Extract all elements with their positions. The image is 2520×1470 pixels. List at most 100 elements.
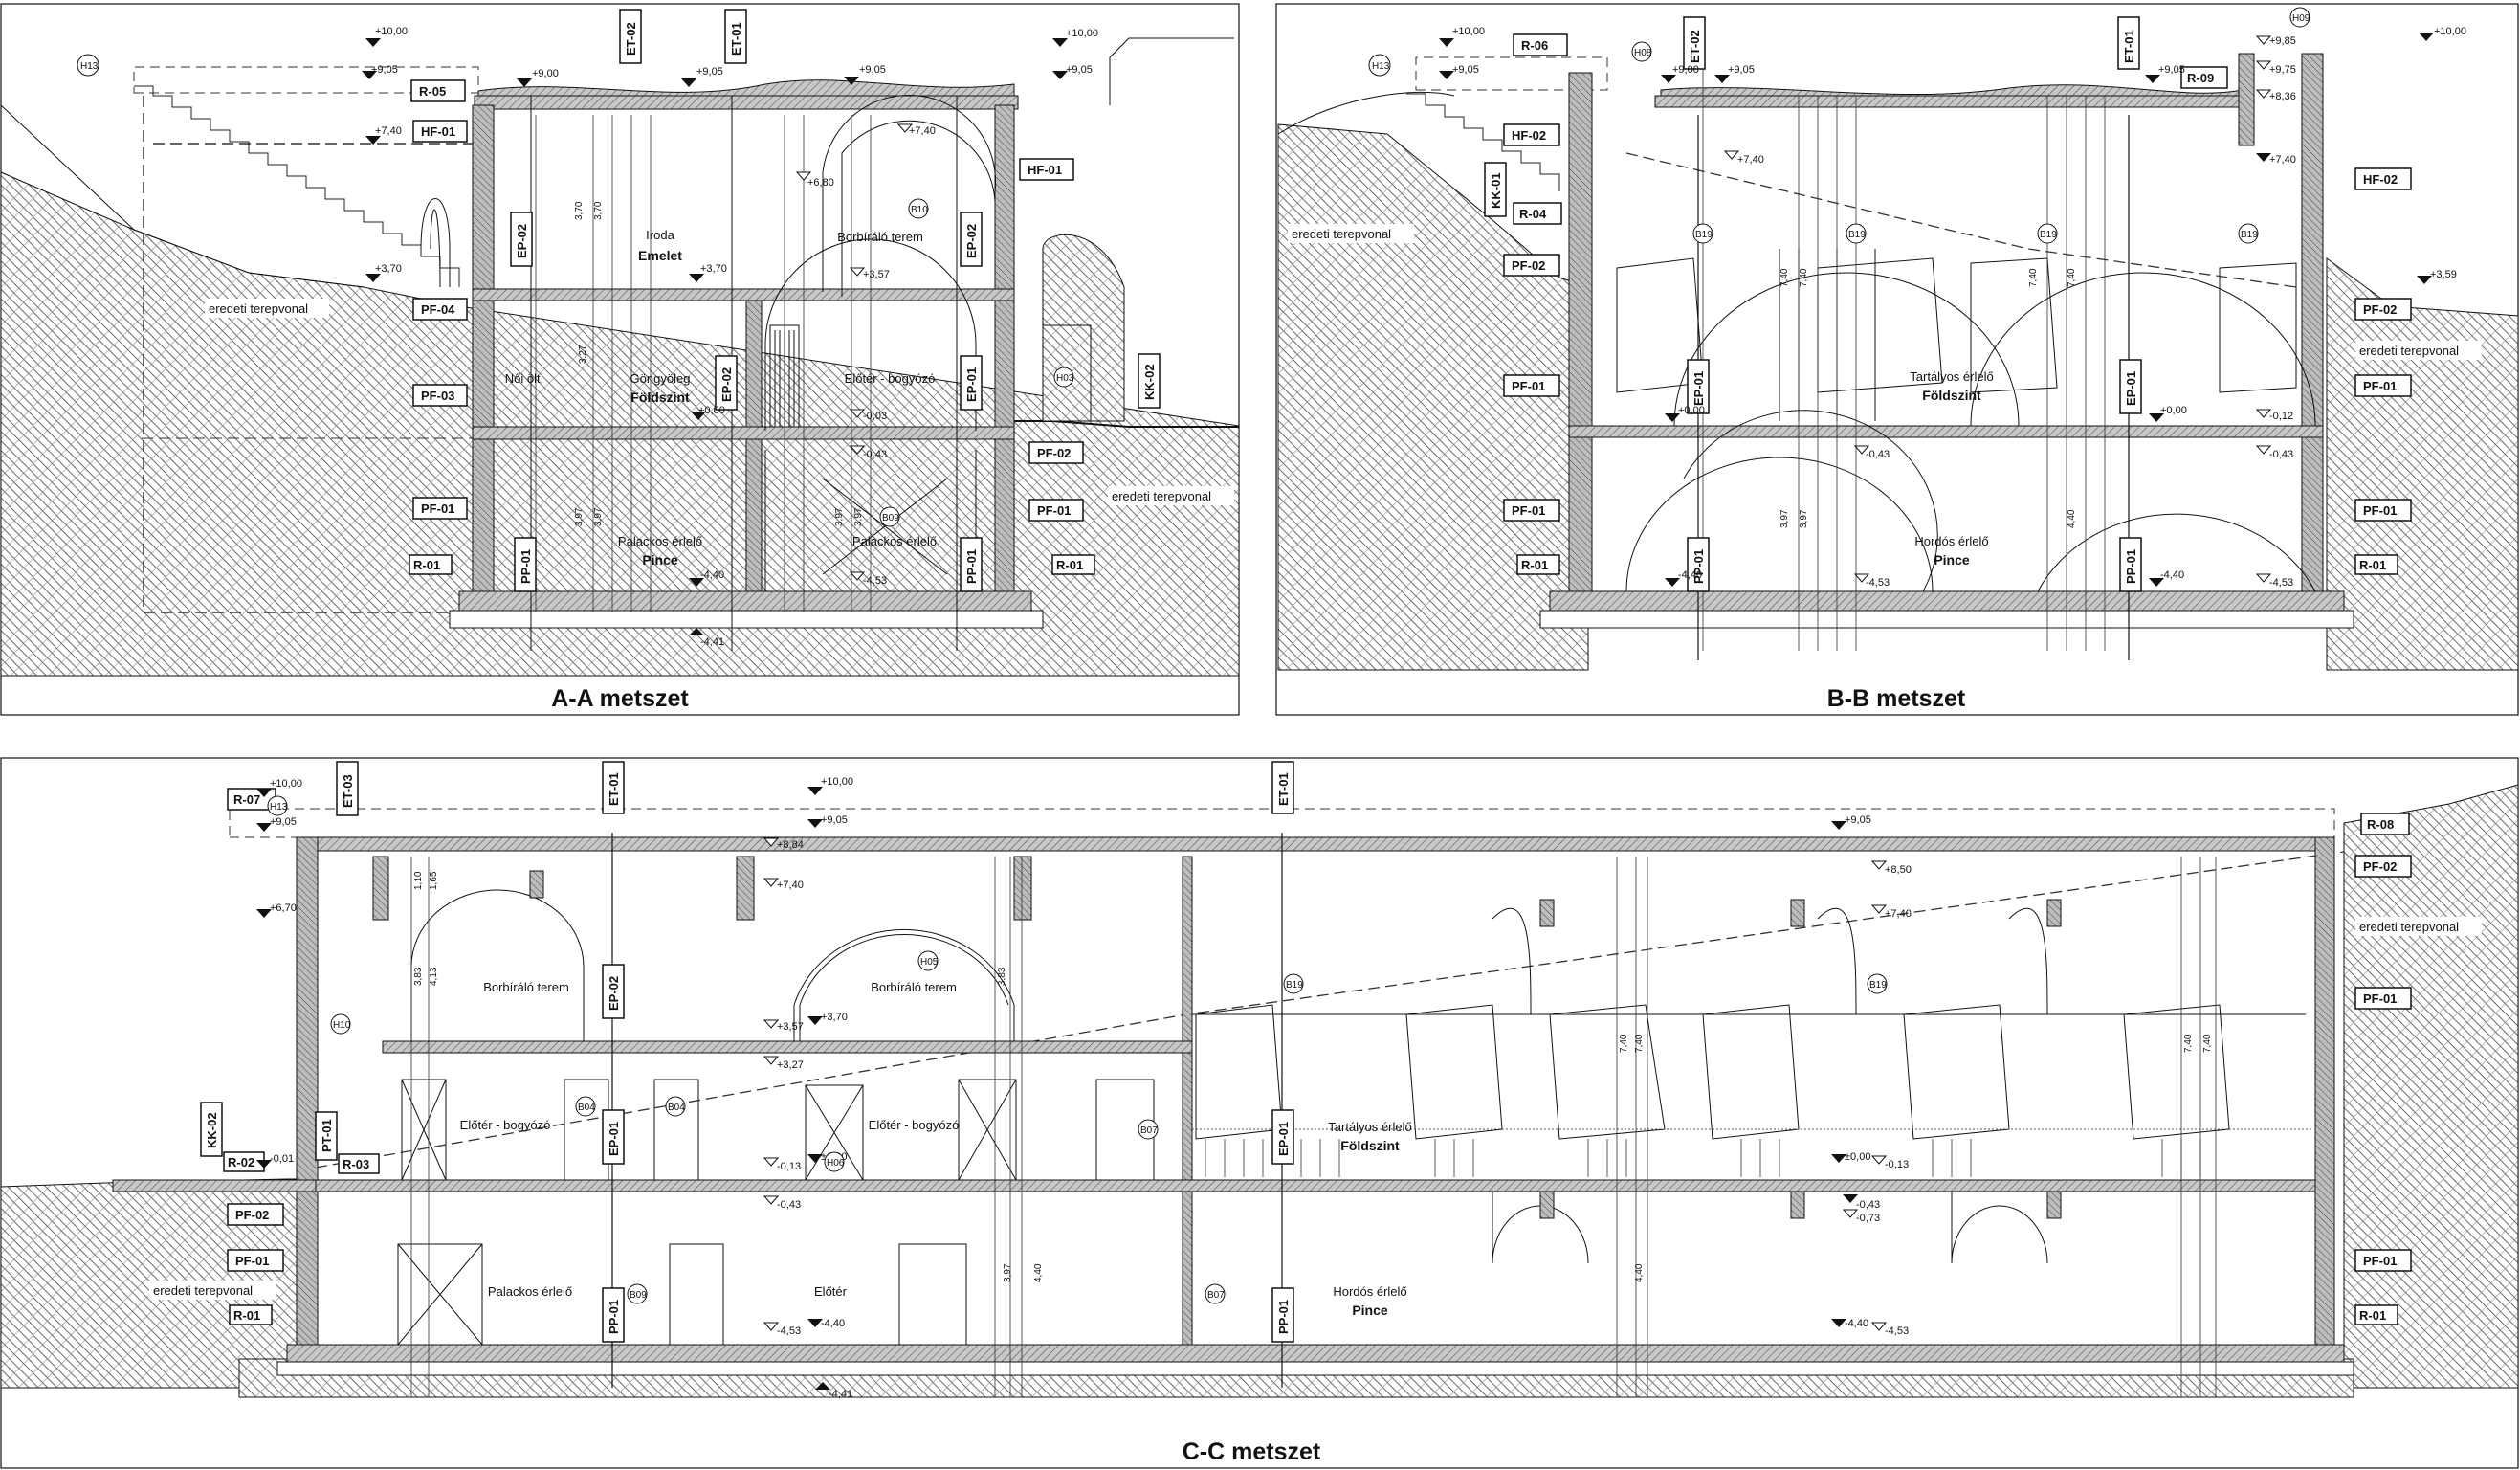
marker-h05: H05 — [917, 950, 939, 971]
svg-text:EP-02: EP-02 — [719, 368, 734, 402]
svg-text:+0,00: +0,00 — [1678, 405, 1705, 416]
level-mark: +9,05 — [256, 816, 297, 832]
svg-text:H06: H06 — [827, 1158, 845, 1169]
level-mark: +10,00 — [365, 26, 408, 47]
tag-kk01: KK-01 — [1484, 162, 1507, 217]
level-mark: -0,03 — [850, 409, 887, 422]
tag-pf01-a-left: PF-01 — [412, 497, 468, 520]
level-mark: -4,53 — [1854, 573, 1890, 589]
level-mark: +8,84 — [763, 837, 804, 851]
svg-text:-4,40: -4,40 — [821, 1318, 845, 1329]
level-mark: +0,00 — [691, 405, 725, 420]
svg-text:ET-01: ET-01 — [729, 22, 743, 56]
level-mark: -4,41 — [689, 628, 724, 648]
svg-text:PF-02: PF-02 — [1512, 258, 1545, 273]
marker-b19-4: B19 — [2238, 223, 2259, 244]
tag-ep02-ground: EP-02 — [715, 355, 738, 411]
floor-label: Földszint — [1922, 388, 1981, 403]
level-mark: +7,40 — [1724, 150, 1764, 166]
level-mark: +3,70 — [689, 263, 727, 282]
room-label: Borbíráló terem — [871, 980, 957, 994]
svg-text:PF-03: PF-03 — [421, 389, 454, 403]
dim-label: 3,97 — [593, 507, 604, 526]
tag-et01-c1: ET-01 — [602, 761, 625, 814]
svg-text:B09: B09 — [882, 513, 899, 523]
svg-text:H03: H03 — [1056, 373, 1074, 384]
tag-r01-c-left: R-01 — [229, 1304, 273, 1325]
tag-ep02-upper-left: EP-02 — [510, 212, 533, 267]
svg-text:PP-01: PP-01 — [2124, 549, 2138, 584]
tag-ep02-upper-right: EP-02 — [960, 212, 983, 267]
level-mark: +9,05 — [1052, 64, 1093, 79]
tag-ep01-c2: EP-01 — [1271, 1109, 1294, 1165]
marker-b10: B10 — [908, 198, 929, 219]
tag-r01-b-right: R-01 — [2354, 554, 2398, 575]
tag-pp01-c2: PP-01 — [1271, 1287, 1294, 1343]
tag-r05: R-05 — [410, 79, 466, 102]
level-mark: +7,40 — [1871, 904, 1912, 920]
tag-pp01-c1: PP-01 — [602, 1287, 625, 1343]
marker-h13-b: H13 — [1368, 54, 1391, 77]
level-mark: +3,70 — [365, 263, 402, 282]
svg-text:-4,53: -4,53 — [777, 1325, 801, 1337]
marker-b07-2: B07 — [1205, 1283, 1226, 1304]
level-mark: +9,85 — [2256, 35, 2296, 47]
svg-text:PF-01: PF-01 — [1037, 503, 1071, 518]
level-mark: -0,43 — [763, 1195, 801, 1211]
tag-ep01-c1: EP-01 — [602, 1109, 625, 1165]
svg-text:+9,00: +9,00 — [1672, 64, 1699, 76]
level-mark: -4,40 — [689, 569, 724, 587]
svg-text:HF-02: HF-02 — [1512, 128, 1546, 143]
level-mark: -0,43 — [1854, 445, 1890, 460]
svg-text:ET-03: ET-03 — [341, 774, 355, 808]
svg-text:B07: B07 — [1207, 1290, 1225, 1301]
dim-label: 7,40 — [1799, 268, 1809, 287]
svg-text:+3,57: +3,57 — [863, 269, 890, 280]
svg-text:+8,36: +8,36 — [2269, 91, 2296, 102]
svg-text:+7,40: +7,40 — [909, 125, 936, 137]
svg-text:-4,40: -4,40 — [2160, 569, 2184, 581]
section-title-cc: C-C metszet — [1183, 1438, 1321, 1465]
svg-text:R-01: R-01 — [2359, 558, 2386, 572]
svg-text:-0,03: -0,03 — [863, 411, 887, 422]
svg-text:+7,40: +7,40 — [1737, 154, 1764, 166]
tag-et01-a: ET-01 — [724, 9, 747, 64]
svg-text:R-01: R-01 — [2359, 1308, 2386, 1323]
svg-text:EP-02: EP-02 — [964, 224, 979, 258]
svg-text:-0,43: -0,43 — [2269, 449, 2293, 460]
level-mark: -0,73 — [1843, 1209, 1880, 1224]
level-mark: +9,05 — [807, 814, 848, 828]
tag-hf01-left: HF-01 — [412, 120, 468, 143]
marker-b19-3: B19 — [2037, 223, 2058, 244]
tag-r04: R-04 — [1513, 202, 1562, 225]
room-label: Borbíráló terem — [837, 230, 923, 244]
tag-et02-a: ET-02 — [619, 9, 642, 64]
tag-kk02-c: KK-02 — [200, 1102, 223, 1157]
tag-pf01-c-right-lower: PF-01 — [2354, 1249, 2412, 1272]
svg-text:PF-01: PF-01 — [235, 1254, 269, 1268]
section-title-bb: B-B metszet — [1827, 685, 1966, 712]
room-label: Hordós érlelő — [1333, 1284, 1406, 1299]
level-mark: +7,40 — [763, 878, 804, 891]
dim-label: 4,13 — [429, 967, 439, 986]
level-mark: +0,00 — [2149, 405, 2187, 422]
svg-text:B04: B04 — [668, 1102, 685, 1113]
marker-h03: H03 — [1053, 367, 1074, 388]
marker-b09: B09 — [879, 506, 900, 527]
svg-text:+3,59: +3,59 — [2430, 269, 2457, 280]
tag-r01-a-right: R-01 — [1051, 554, 1095, 575]
level-mark: -0,43 — [1843, 1194, 1880, 1211]
svg-text:+10,00: +10,00 — [1066, 28, 1098, 39]
svg-text:eredeti terepvonal: eredeti terepvonal — [153, 1283, 253, 1298]
tag-kk02-a: KK-02 — [1138, 353, 1161, 409]
tag-pf01-b-lower-right: PF-01 — [2354, 499, 2412, 522]
svg-text:R-01: R-01 — [413, 558, 440, 572]
level-mark: +9,05 — [681, 66, 723, 87]
tag-pf01-b-lower-left: PF-01 — [1503, 499, 1560, 522]
level-mark: +9,75 — [2256, 60, 2296, 76]
level-mark: -0,13 — [763, 1157, 801, 1172]
level-mark: +6,80 — [796, 171, 834, 189]
tag-pf02-c-right: PF-02 — [2354, 855, 2412, 878]
svg-text:+10,00: +10,00 — [821, 776, 853, 788]
svg-text:-4,41: -4,41 — [700, 636, 724, 648]
